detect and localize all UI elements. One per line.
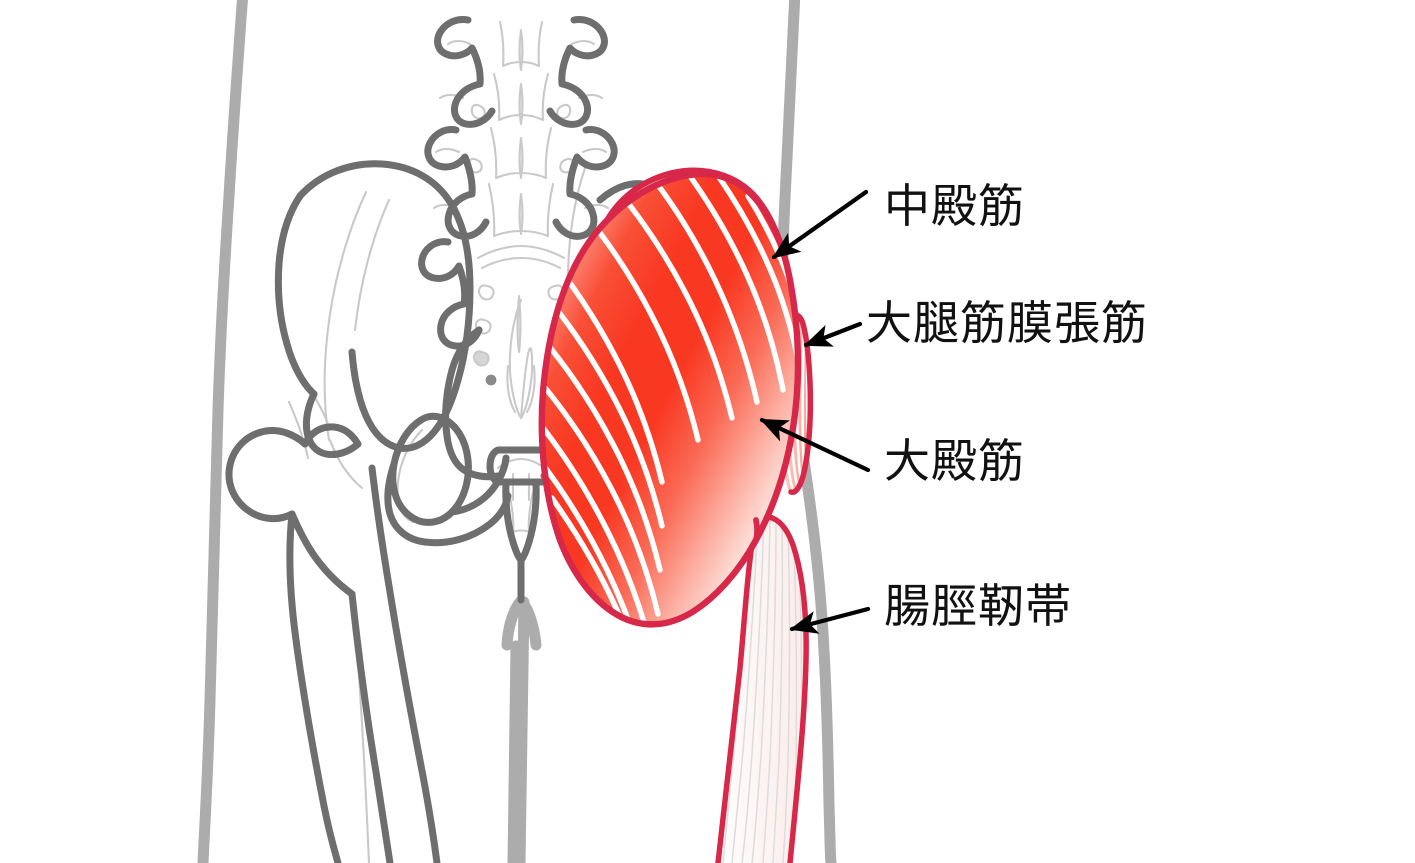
femur-head-left (225, 427, 309, 522)
vertebra-l2-right (552, 126, 618, 240)
vertebra-l2 (424, 126, 490, 240)
leg-left-inner-edge (514, 596, 530, 863)
itb-outline-medial (715, 517, 759, 863)
femur-shaft-left-inner2 (348, 590, 394, 863)
arrow-gluteus-medius (771, 189, 869, 260)
itb-outline-lateral (753, 514, 809, 863)
leg-left-inner-edge2 (507, 640, 522, 863)
ilium-left-lower (302, 390, 362, 458)
arrow-iliotibial-band (789, 606, 871, 634)
femur-shaft-left-outer (286, 510, 342, 863)
label-gluteus-medius: 中殿筋 (884, 179, 1025, 233)
vertebra-l1-right (546, 16, 608, 128)
ischium-left (384, 460, 512, 547)
label-tensor-fasciae-latae: 大腿筋膜張筋 (866, 296, 1148, 350)
vertebra-l3 (418, 238, 483, 350)
gluteus-maximus-striations (541, 174, 798, 625)
gmax-to-itb-transition (753, 517, 761, 543)
tfl-outline (785, 311, 814, 495)
gluteus-maximus-outline (538, 170, 802, 628)
femur-neck-left (288, 510, 356, 598)
arrow-gluteus-maximus (759, 417, 871, 473)
arrow-tensor-fasciae-latae (803, 321, 863, 348)
label-iliotibial-band: 腸脛靭帯 (884, 579, 1072, 633)
gluteus-maximus-fill (541, 174, 798, 625)
leader-arrows (759, 189, 871, 634)
greater-trochanter-left (301, 423, 362, 448)
ilium-left (296, 160, 474, 452)
label-gluteus-maximus: 大殿筋 (884, 434, 1025, 488)
ilium-left-crest (274, 192, 318, 398)
torso-left-edge (197, 0, 248, 863)
femur-shaft-left-inner (368, 464, 441, 863)
superior-pubic-ramus-left (448, 454, 510, 516)
vertebra-l1 (434, 16, 496, 128)
sacrum (442, 326, 502, 481)
muscle-gluteus-maximus (538, 170, 802, 628)
